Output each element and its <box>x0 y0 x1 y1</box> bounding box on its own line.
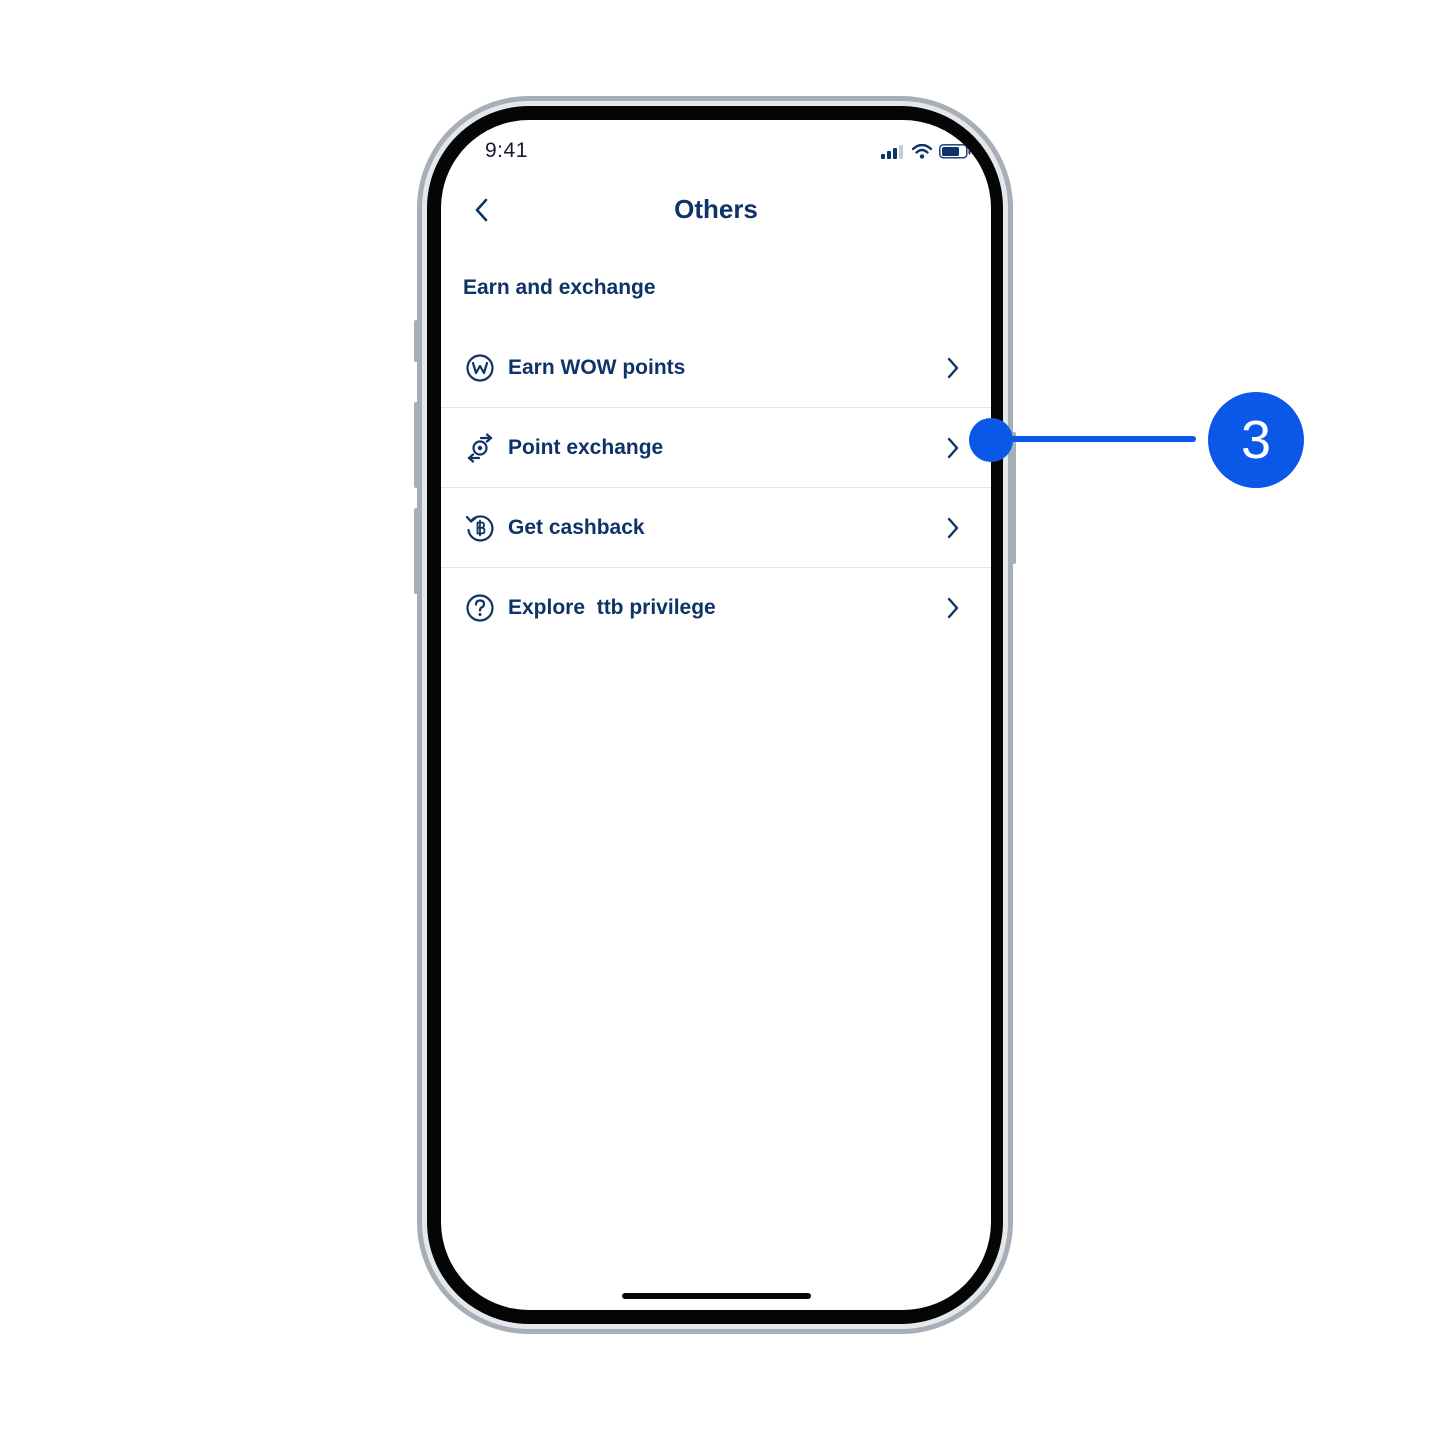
chevron-right-icon <box>945 596 961 620</box>
phone-volume-down-button <box>414 508 419 594</box>
status-icons <box>881 143 971 164</box>
menu-item-label: Get cashback <box>508 515 645 539</box>
back-button[interactable] <box>467 192 497 228</box>
chevron-right-icon <box>945 356 961 380</box>
phone-volume-up-button <box>414 402 419 488</box>
wow-points-icon <box>465 353 495 383</box>
menu-item-label: Earn WOW points <box>508 355 686 379</box>
point-exchange-icon <box>465 432 495 463</box>
page-title: Others <box>674 194 758 224</box>
callout-line <box>1000 436 1196 442</box>
chevron-left-icon <box>475 198 488 222</box>
menu-item-label: Point exchange <box>508 435 664 459</box>
step-number-badge: 3 <box>1208 392 1304 488</box>
menu-item-label: Explore ttb privilege <box>508 595 716 619</box>
callout-dot <box>969 418 1013 462</box>
phone-mute-switch <box>414 320 419 362</box>
battery-icon <box>939 144 971 164</box>
chevron-right-icon <box>945 516 961 540</box>
menu-item-earn-wow-points[interactable]: Earn WOW points <box>441 328 991 408</box>
menu-item-get-cashback[interactable]: Get cashback <box>441 488 991 568</box>
wifi-icon <box>911 143 933 164</box>
menu-list: Earn WOW points <box>441 328 991 647</box>
menu-item-explore-ttb-privilege[interactable]: Explore ttb privilege <box>441 568 991 647</box>
chevron-right-icon <box>945 436 961 460</box>
signal-icon <box>881 144 905 164</box>
question-circle-icon <box>465 593 495 623</box>
menu-item-point-exchange[interactable]: Point exchange <box>441 408 991 488</box>
phone-screen: 9:41 <box>441 120 991 1310</box>
phone-power-button <box>1011 432 1016 564</box>
home-indicator[interactable] <box>622 1293 811 1299</box>
cashback-icon <box>465 513 495 543</box>
status-time: 9:41 <box>485 139 528 162</box>
section-title: Earn and exchange <box>463 276 656 299</box>
